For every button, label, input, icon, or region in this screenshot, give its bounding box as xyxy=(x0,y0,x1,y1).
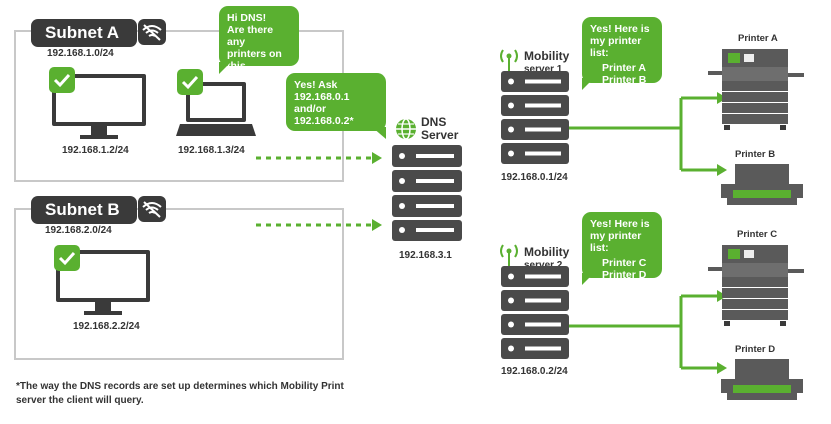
server-rack-icon xyxy=(501,71,569,164)
server1-printer-links xyxy=(569,92,727,176)
bubble-line: Yes! Ask xyxy=(294,79,338,91)
globe-icon xyxy=(396,118,416,140)
bubble-line: this network? xyxy=(227,60,274,84)
subnet-a-range: 192.168.1.0/24 xyxy=(47,48,114,59)
bubble-line: Are there any xyxy=(227,24,274,48)
ms2-title-line1: Mobility xyxy=(524,245,570,259)
no-wifi-icon xyxy=(138,19,166,45)
bubble-line: Printer C xyxy=(602,257,647,269)
subnet-a-pill: Subnet A xyxy=(31,19,137,47)
subnet-a-title: Subnet A xyxy=(45,23,119,42)
mobility-server-2-ip: 192.168.0.2/24 xyxy=(501,366,568,377)
bubble-line: Hi DNS! xyxy=(227,12,267,24)
subnet-b-pill: Subnet B xyxy=(31,196,137,224)
server2-printer-links xyxy=(569,290,727,374)
antenna-icon xyxy=(500,49,518,72)
no-wifi-icon xyxy=(138,196,166,222)
dns-title-line1: DNS xyxy=(421,115,447,129)
checkmark-icon xyxy=(54,245,80,271)
desktop-monitor-icon xyxy=(52,74,146,139)
mfp-printer-icon xyxy=(708,245,804,326)
printer-c-label: Printer C xyxy=(737,229,778,240)
mobility-server-2-title: Mobility server 2 xyxy=(524,246,569,272)
ms2-title-line2: server 2 xyxy=(524,260,563,271)
footnote-line2: server the client will query. xyxy=(16,395,144,406)
printer-a-label: Printer A xyxy=(738,33,778,44)
bubble-line: Yes! Here is xyxy=(590,218,650,230)
mobility-server-1-ip: 192.168.0.1/24 xyxy=(501,172,568,183)
server-rack-icon xyxy=(501,266,569,359)
bubble-line: my printer list: xyxy=(590,230,642,254)
bubble-line: 192.168.0.1 xyxy=(294,91,350,103)
footnote: *The way the DNS records are set up dete… xyxy=(16,380,344,408)
antenna-icon xyxy=(500,244,518,267)
server1-reply-bubble: Yes! Here is my printer list: Printer A … xyxy=(582,17,662,86)
bubble-line: Printer A xyxy=(602,62,646,74)
bubble-line: 192.168.0.2* xyxy=(294,115,354,127)
bubble-line: Printer B xyxy=(602,74,647,86)
dns-title-line2: Server xyxy=(421,128,459,142)
bubble-line: and/or xyxy=(294,103,327,115)
bubble-line: Yes! Here is xyxy=(590,23,650,35)
server-rack-icon xyxy=(392,145,462,241)
query-arrow-subnet-b xyxy=(256,219,382,231)
server2-reply-bubble: Yes! Here is my printer list: Printer C … xyxy=(582,212,662,281)
query-arrow-subnet-a xyxy=(256,152,382,164)
dns-answer-bubble: Yes! Ask 192.168.0.1 and/or 192.168.0.2* xyxy=(286,73,386,131)
mobility-server-1-title: Mobility server 1 xyxy=(524,50,569,76)
bubble-tail xyxy=(582,78,594,90)
printer-b-label: Printer B xyxy=(735,149,776,160)
subnet-b-desktop-ip: 192.168.2.2/24 xyxy=(73,321,140,332)
checkmark-icon xyxy=(49,67,75,93)
bubble-tail xyxy=(582,273,594,285)
ms1-title-line2: server 1 xyxy=(524,64,563,75)
subnet-b-title: Subnet B xyxy=(45,200,120,219)
dns-ip: 192.168.3.1 xyxy=(399,250,452,261)
bubble-tail xyxy=(219,62,231,74)
checkmark-icon xyxy=(177,69,203,95)
printer-d-label: Printer D xyxy=(735,344,776,355)
ms1-title-line1: Mobility xyxy=(524,49,570,63)
subnet-b-range: 192.168.2.0/24 xyxy=(45,225,112,236)
desktop-printer-icon xyxy=(721,359,803,400)
dns-title: DNS Server xyxy=(421,116,458,142)
desktop-printer-icon xyxy=(721,164,803,205)
bubble-line: my printer list: xyxy=(590,35,642,59)
bubble-line: printers on xyxy=(227,48,282,60)
bubble-line: Printer D xyxy=(602,269,647,281)
mfp-printer-icon xyxy=(708,49,804,130)
bubble-tail xyxy=(372,127,386,139)
footnote-line1: *The way the DNS records are set up dete… xyxy=(16,381,344,392)
client-question-bubble: Hi DNS! Are there any printers on this n… xyxy=(219,6,299,84)
subnet-a-desktop-ip: 192.168.1.2/24 xyxy=(62,145,129,156)
subnet-a-laptop-ip: 192.168.1.3/24 xyxy=(178,145,245,156)
